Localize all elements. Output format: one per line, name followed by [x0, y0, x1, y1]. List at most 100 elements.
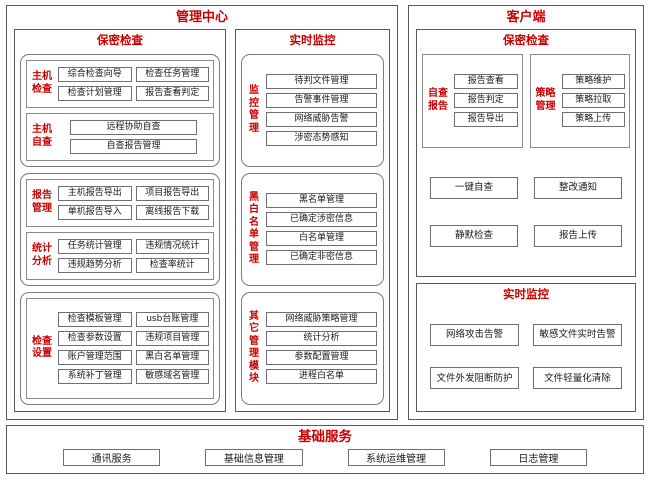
module-item: 报告查看判定 [135, 85, 209, 101]
client-security-check-panel: 保密检查 自查报告 报告查看 报告判定 报告导出 策略管理 策略维护 [416, 28, 636, 277]
module-item: 黑白名单管理 [135, 350, 209, 366]
module-item: 违规情况统计 [135, 238, 209, 254]
report-mgmt-items: 主机报告导出 项目报告导出 单机报告导入 离线报告下载 [58, 185, 209, 220]
module-item: 进程白名单 [266, 369, 377, 385]
host-self-check-section: 主机自查 远程协助自查 自查报告管理 [26, 112, 214, 161]
monitor-mgmt-section: 监控管理 待判文件管理 告警事件管理 网络威胁告警 涉密态势感知 [241, 53, 384, 167]
module-item: 违规趋势分析 [58, 257, 132, 273]
module-item: 文件轻量化清除 [533, 367, 622, 390]
other-modules-items: 网络威胁策略管理 统计分析 参数配置管理 进程白名单 [266, 312, 377, 385]
host-check-section: 主机检查 综合检查向导 检查任务管理 检查计划管理 报告查看判定 [26, 59, 214, 108]
module-item: 报告导出 [454, 112, 518, 128]
module-item: 网络威胁告警 [266, 112, 377, 128]
mc-security-check-title: 保密检查 [97, 32, 143, 47]
report-stats-group: 报告管理 主机报告导出 项目报告导出 单机报告导入 离线报告下载 统计分析 [20, 172, 220, 286]
module-item: 综合检查向导 [58, 66, 132, 82]
host-self-check-items: 远程协助自查 自查报告管理 [58, 119, 209, 154]
check-settings-group: 检查设置 检查模板管理 usb台账管理 检查参数设置 违规项目管理 账户管理范围… [20, 291, 220, 406]
client-actions-grid: 一键自查 整改通知 静默检查 报告上传 [422, 154, 630, 270]
check-settings-label: 检查设置 [32, 335, 52, 360]
module-item: 报告查看 [454, 74, 518, 90]
module-item: 整改通知 [534, 176, 622, 199]
host-check-items: 综合检查向导 检查任务管理 检查计划管理 报告查看判定 [58, 66, 209, 101]
monitor-mgmt-items: 待判文件管理 告警事件管理 网络威胁告警 涉密态势感知 [266, 74, 377, 147]
policy-mgmt-label: 策略管理 [535, 88, 556, 112]
module-item: 待判文件管理 [266, 74, 377, 90]
module-item: 主机报告导出 [58, 185, 132, 201]
module-item: 检查计划管理 [58, 85, 132, 101]
module-item: 已确定涉密信息 [266, 212, 377, 228]
basic-services-row: 通讯服务 基础信息管理 系统运维管理 日志管理 [15, 449, 635, 467]
module-item: 一键自查 [430, 176, 518, 199]
blackwhite-list-items: 黑名单管理 已确定涉密信息 白名单管理 已确定非密信息 [266, 193, 377, 266]
module-item: 白名单管理 [266, 231, 377, 247]
module-item: 系统补丁管理 [58, 369, 132, 385]
module-item: usb台账管理 [135, 312, 209, 328]
basic-services-title: 基础服务 [298, 429, 352, 445]
module-item: 网络威胁策略管理 [266, 312, 377, 328]
host-check-group: 主机检查 综合检查向导 检查任务管理 检查计划管理 报告查看判定 主机自查 [20, 53, 220, 167]
check-settings-section: 检查设置 检查模板管理 usb台账管理 检查参数设置 违规项目管理 账户管理范围… [26, 297, 214, 400]
module-item: 告警事件管理 [266, 93, 377, 109]
mc-security-check-panel: 保密检查 主机检查 综合检查向导 检查任务管理 检查计划管理 报告查看判定 [14, 28, 226, 412]
management-center-panel: 管理中心 保密检查 主机检查 综合检查向导 检查任务管理 检查计划管理 报告查看… [6, 5, 398, 420]
module-item: 远程协助自查 [70, 119, 197, 135]
other-modules-label: 其它管理模块 [249, 310, 259, 385]
client-realtime-monitor-panel: 实时监控 网络攻击告警 敏感文件实时告警 文件外发阻断防护 文件轻量化清除 [416, 282, 636, 412]
module-item: 参数配置管理 [266, 350, 377, 366]
module-item: 任务统计管理 [58, 238, 132, 254]
module-item: 日志管理 [489, 449, 587, 467]
stats-analysis-section: 统计分析 任务统计管理 违规情况统计 违规趋势分析 检查率统计 [26, 231, 214, 280]
module-item: 离线报告下载 [135, 204, 209, 220]
check-settings-items: 检查模板管理 usb台账管理 检查参数设置 违规项目管理 账户管理范围 黑白名单… [58, 312, 209, 385]
module-item: 策略拉取 [561, 93, 625, 109]
module-item: 静默检查 [430, 225, 518, 248]
management-center-title: 管理中心 [175, 10, 228, 25]
stats-analysis-items: 任务统计管理 违规情况统计 违规趋势分析 检查率统计 [58, 238, 209, 273]
stats-analysis-label: 统计分析 [32, 243, 52, 267]
module-item: 黑名单管理 [266, 193, 377, 209]
module-item: 检查率统计 [135, 257, 209, 273]
self-report-label: 自查报告 [428, 88, 448, 112]
mc-realtime-monitor-panel: 实时监控 监控管理 待判文件管理 告警事件管理 网络威胁告警 涉密态势感知 黑白… [235, 28, 390, 412]
module-item: 单机报告导入 [58, 204, 132, 220]
module-item: 检查任务管理 [135, 66, 209, 82]
policy-mgmt-section: 策略管理 策略维护 策略拉取 策略上传 [529, 53, 630, 148]
monitor-mgmt-label: 监控管理 [249, 85, 259, 134]
host-check-label: 主机检查 [32, 71, 52, 95]
module-item: 通讯服务 [63, 449, 161, 467]
blackwhite-list-label: 黑白名单管理 [249, 191, 259, 266]
module-item: 基础信息管理 [205, 449, 303, 467]
module-item: 网络攻击告警 [430, 323, 519, 346]
client-title: 客户端 [506, 10, 546, 25]
module-item: 检查模板管理 [58, 312, 132, 328]
blackwhite-list-section: 黑白名单管理 黑名单管理 已确定涉密信息 白名单管理 已确定非密信息 [241, 172, 384, 286]
policy-mgmt-items: 策略维护 策略拉取 策略上传 [561, 74, 625, 128]
module-item: 系统运维管理 [347, 449, 445, 467]
module-item: 自查报告管理 [70, 138, 197, 154]
client-monitor-grid: 网络攻击告警 敏感文件实时告警 文件外发阻断防护 文件轻量化清除 [422, 308, 630, 405]
module-item: 敏感文件实时告警 [533, 323, 622, 346]
module-item: 账户管理范围 [58, 350, 132, 366]
module-item: 已确定非密信息 [266, 250, 377, 266]
module-item: 报告上传 [534, 225, 622, 248]
host-self-check-label: 主机自查 [32, 124, 52, 148]
management-center-columns: 保密检查 主机检查 综合检查向导 检查任务管理 检查计划管理 报告查看判定 [14, 28, 390, 412]
other-modules-section: 其它管理模块 网络威胁策略管理 统计分析 参数配置管理 进程白名单 [241, 291, 384, 406]
module-item: 违规项目管理 [135, 331, 209, 347]
report-mgmt-section: 报告管理 主机报告导出 项目报告导出 单机报告导入 离线报告下载 [26, 178, 214, 227]
client-security-check-title: 保密检查 [503, 32, 549, 47]
module-item: 文件外发阻断防护 [430, 367, 519, 390]
report-mgmt-label: 报告管理 [32, 190, 52, 214]
basic-services-panel: 基础服务 通讯服务 基础信息管理 系统运维管理 日志管理 [6, 425, 644, 474]
module-item: 检查参数设置 [58, 331, 132, 347]
client-security-row: 自查报告 报告查看 报告判定 报告导出 策略管理 策略维护 策略拉取 策略上传 [422, 53, 630, 148]
module-item: 统计分析 [266, 331, 377, 347]
module-item: 项目报告导出 [135, 185, 209, 201]
module-item: 报告判定 [454, 93, 518, 109]
module-item: 涉密态势感知 [266, 131, 377, 147]
self-report-section: 自查报告 报告查看 报告判定 报告导出 [422, 53, 523, 148]
top-row: 管理中心 保密检查 主机检查 综合检查向导 检查任务管理 检查计划管理 报告查看… [6, 5, 644, 420]
client-realtime-monitor-title: 实时监控 [503, 286, 549, 301]
